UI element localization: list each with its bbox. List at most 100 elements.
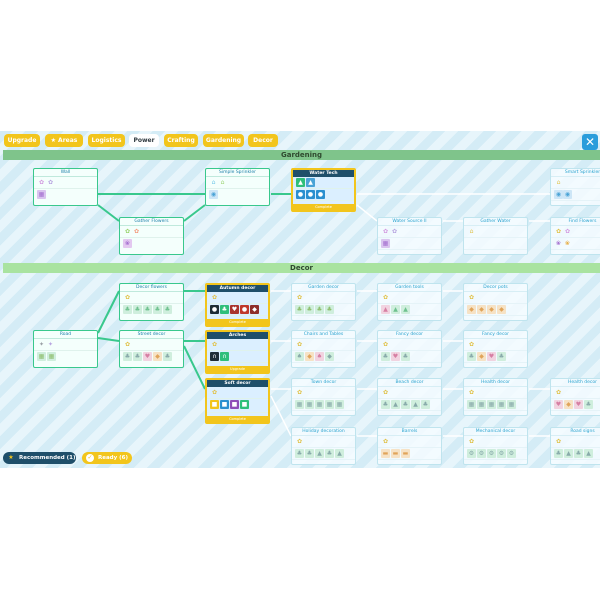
tech-node-autumn-decor[interactable]: Autumn decor ✿ ●♣♥●◆ Complete xyxy=(205,283,270,327)
tech-node-gather-water[interactable]: Gather Water ⌂ xyxy=(463,217,528,255)
flower-icon: ✿ xyxy=(124,228,131,235)
star-icon: ★ xyxy=(50,137,57,144)
garden-icon: ♣ xyxy=(325,305,334,314)
tech-node-wall[interactable]: Wall ✿✿ ▦ xyxy=(33,168,98,206)
node-title: Gather Flowers xyxy=(120,218,183,226)
tech-node-health-decor-1[interactable]: Health decor ✿ ▦▦▦▦▦ xyxy=(463,378,528,416)
tech-node-simple-sprinkler[interactable]: Simple Sprinkler ⌂⌂ ◉ xyxy=(205,168,270,206)
fancy-icon: ♥ xyxy=(487,352,496,361)
flower-pot-icon: ♣ xyxy=(123,305,132,314)
health-icon: ♣ xyxy=(584,400,593,409)
tech-node-chairs-and-tables[interactable]: Chairs and Tables ✿ ♠◆♠◆ xyxy=(291,330,356,368)
plant-icon: ✿ xyxy=(38,179,45,186)
node-status: Complete xyxy=(207,416,268,422)
ready-filter-button[interactable]: ✓ Ready (6) xyxy=(82,452,132,464)
tech-node-fancy-decor-2[interactable]: Fancy decor ✿ ♣◆♥♣ xyxy=(463,330,528,368)
tech-node-mechanical-decor[interactable]: Mechanical decor ✿ ⚙⚙⚙⚙⚙ xyxy=(463,427,528,465)
cushion-icon: ✿ xyxy=(211,389,218,396)
node-title: Decor flowers xyxy=(120,284,183,292)
garden-icon: ♣ xyxy=(305,305,314,314)
arch-icon: ∩ xyxy=(210,352,219,361)
node-status: Upgrade xyxy=(207,366,268,372)
table-icon: ◆ xyxy=(325,352,334,361)
pot-icon: ✿ xyxy=(468,294,475,301)
node-title: Gather Water xyxy=(464,218,527,226)
street-icon: ♣ xyxy=(133,352,142,361)
tech-node-smart-sprinkler[interactable]: Smart Sprinkler ⌂ ◉◉ xyxy=(550,168,600,206)
tab-gardening[interactable]: Gardening xyxy=(203,134,244,147)
tab-power[interactable]: Power xyxy=(129,134,159,147)
tab-logistics[interactable]: Logistics xyxy=(88,134,125,147)
beach-icon: ♣ xyxy=(421,400,430,409)
cushion-icon: ■ xyxy=(210,400,219,409)
flower-icon: ❀ xyxy=(123,239,132,248)
sprinkler-icon: ⌂ xyxy=(211,179,216,186)
tab-decor[interactable]: Decor xyxy=(248,134,278,147)
water-icon: ⌂ xyxy=(469,228,474,235)
gear-icon: ⚙ xyxy=(487,449,496,458)
holiday-icon: ▲ xyxy=(335,449,344,458)
node-title: Find Flowers xyxy=(551,218,600,226)
tech-node-garden-decor[interactable]: Garden decor ✿ ♣♣♣♣ xyxy=(291,283,356,321)
garden-icon: ♣ xyxy=(295,305,304,314)
tech-node-find-flowers[interactable]: Find Flowers ✿✿ ❀❀ xyxy=(550,217,600,255)
cushion-icon: ■ xyxy=(220,400,229,409)
tech-node-town-decor[interactable]: Town decor ✿ ▦▦▦▦▦ xyxy=(291,378,356,416)
tab-upgrade[interactable]: Upgrade xyxy=(4,134,40,147)
street-icon: ◆ xyxy=(153,352,162,361)
tab-crafting[interactable]: Crafting xyxy=(164,134,198,147)
holiday-icon: ▲ xyxy=(315,449,324,458)
tech-node-holiday-decoration[interactable]: Holiday decoration ✿ ♣♣▲♣▲ xyxy=(291,427,356,465)
holiday-icon: ♣ xyxy=(295,449,304,458)
tech-node-soft-decor[interactable]: Soft decor ✿ ■■■■ Complete xyxy=(205,378,270,424)
pot-icon: ◆ xyxy=(497,305,506,314)
tool-icon: ▲ xyxy=(381,305,390,314)
gear-icon: ⚙ xyxy=(507,449,516,458)
tech-node-road[interactable]: Road ✦✦ ▦▦ xyxy=(33,330,98,368)
fancy-icon: ✿ xyxy=(382,341,389,348)
pot-icon: ◆ xyxy=(467,305,476,314)
tech-node-decor-flowers[interactable]: Decor flowers ✿ ♣♣♣♣♣ xyxy=(119,283,184,321)
street-icon: ♣ xyxy=(123,352,132,361)
tech-node-water-tech[interactable]: Water Tech ▲▲ ●●● Complete xyxy=(291,168,356,212)
health-icon: ▦ xyxy=(467,400,476,409)
tab-areas[interactable]: ★Areas xyxy=(45,134,83,147)
tech-node-fancy-decor-1[interactable]: Fancy decor ✿ ♣♥♣ xyxy=(377,330,442,368)
holiday-icon: ♣ xyxy=(325,449,334,458)
tech-node-beach-decor[interactable]: Beach decor ✿ ♣▲♣▲♣ xyxy=(377,378,442,416)
sign-icon: ♣ xyxy=(554,449,563,458)
node-title: Garden decor xyxy=(292,284,355,292)
tech-node-decor-pots[interactable]: Decor pots ✿ ◆◆◆◆ xyxy=(463,283,528,321)
sprinkler-icon: ◉ xyxy=(554,190,563,199)
tech-node-street-decor[interactable]: Street decor ✿ ♣♣♥◆♣ xyxy=(119,330,184,368)
tech-node-road-signs[interactable]: Road signs ✿ ♣▲♣▲ xyxy=(550,427,600,465)
sprinkler-icon: ⌂ xyxy=(556,179,561,186)
autumn-icon: ◆ xyxy=(250,305,259,314)
water-drop-icon: ● xyxy=(296,190,305,199)
cushion-icon: ■ xyxy=(240,400,249,409)
star-icon: ★ xyxy=(8,454,14,461)
tech-node-garden-tools[interactable]: Garden tools ✿ ▲▲▲ xyxy=(377,283,442,321)
node-title: Garden tools xyxy=(378,284,441,292)
road-icon: ✦ xyxy=(38,341,45,348)
autumn-icon: ♣ xyxy=(220,305,229,314)
lamp-icon: ✿ xyxy=(124,341,131,348)
flower-icon: ✿ xyxy=(296,294,303,301)
flower-icon: ✿ xyxy=(133,228,140,235)
arch-icon: ∩ xyxy=(220,352,229,361)
holiday-icon: ♣ xyxy=(305,449,314,458)
recommended-filter-button[interactable]: ★ Recommended (1) xyxy=(3,452,76,464)
fancy-icon: ♣ xyxy=(467,352,476,361)
tech-node-arches[interactable]: Arches ✿ ∩∩ Upgrade xyxy=(205,330,270,374)
node-title: Road xyxy=(34,331,97,339)
node-title: Holiday decoration xyxy=(292,428,355,436)
node-title: Soft decor xyxy=(207,380,268,387)
tech-node-health-decor-2[interactable]: Health decor ✿ ♥◆♥♣ xyxy=(550,378,600,416)
flower-icon: ❀ xyxy=(555,240,562,247)
town-icon: ▦ xyxy=(335,400,344,409)
close-button[interactable]: ✕ xyxy=(582,134,598,150)
tech-node-gather-flowers[interactable]: Gather Flowers ✿✿ ❀ xyxy=(119,217,184,255)
fancy-icon: ◆ xyxy=(477,352,486,361)
tech-node-water-source-ii[interactable]: Water Source II ✿✿ ▦ xyxy=(377,217,442,255)
tech-node-barrels[interactable]: Barrels ✿ ▬▬▬ xyxy=(377,427,442,465)
